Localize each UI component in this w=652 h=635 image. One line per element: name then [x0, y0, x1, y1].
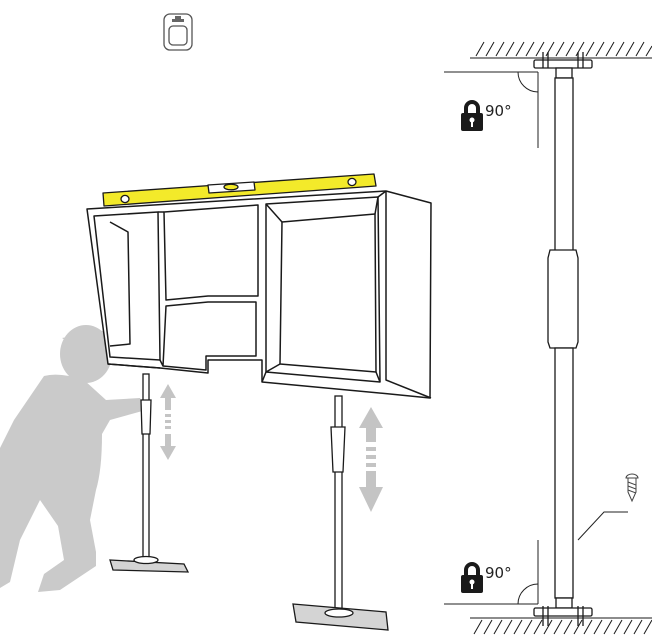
telescopic-pole [533, 52, 593, 626]
padlock-icon [461, 100, 483, 131]
top-angle-label: 90° [485, 102, 512, 120]
wall-cabinet [86, 190, 432, 399]
bottom-angle-label: 90° [485, 564, 512, 582]
ceiling [470, 41, 652, 59]
support-prop-right [292, 395, 389, 631]
padlock-icon [461, 562, 483, 593]
floor [470, 617, 652, 635]
up-down-arrow-icon [359, 407, 383, 512]
screw-icon [625, 473, 639, 503]
angle-guides [444, 71, 539, 605]
support-prop-left [109, 373, 190, 573]
spirit-level [102, 173, 377, 207]
up-down-arrow-icon [160, 384, 176, 460]
wall-hanger-icon [163, 13, 193, 51]
